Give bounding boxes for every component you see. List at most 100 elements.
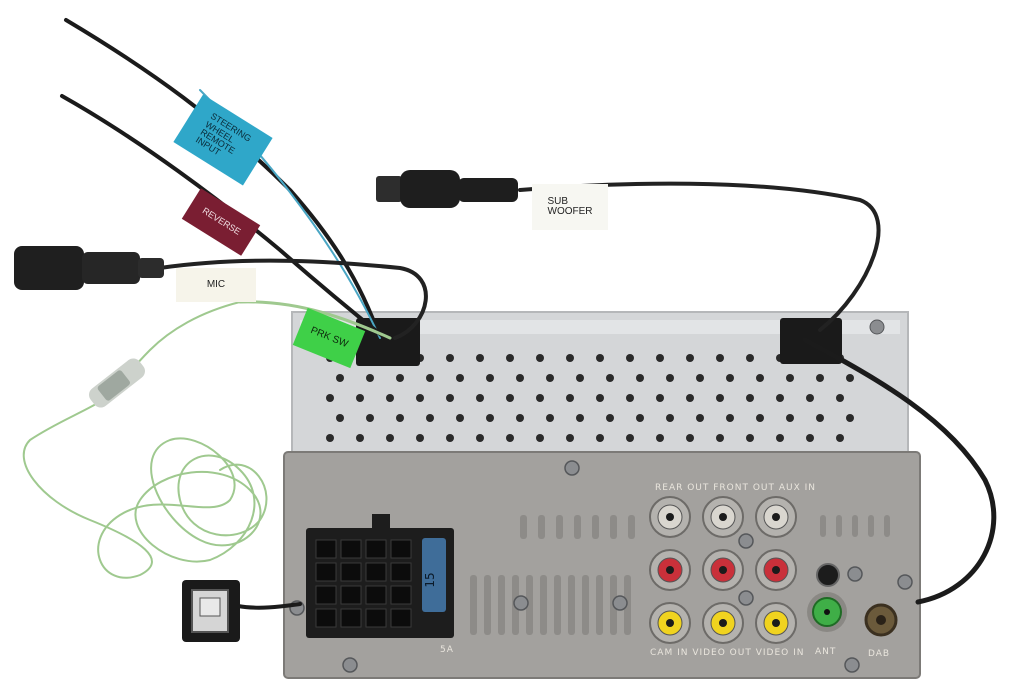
vent-slot (836, 515, 842, 537)
vent-hole (566, 394, 574, 402)
iso-pin-cell (365, 585, 387, 605)
vent-hole (686, 354, 694, 362)
reverse-wire (60, 94, 387, 340)
vent-hole (516, 374, 524, 382)
fin (484, 575, 491, 635)
vent-hole (716, 394, 724, 402)
iso-pin-cell (390, 539, 412, 559)
vent-slot (520, 515, 527, 539)
ground-screw (816, 563, 840, 587)
iso-pin-cell (315, 562, 337, 582)
vent-hole (546, 414, 554, 422)
mic-jack-plug (14, 246, 164, 290)
rca-bottom-label: CAM IN VIDEO OUT VIDEO IN (650, 648, 804, 658)
vent-slot (820, 515, 826, 537)
vent-hole (836, 434, 844, 442)
vent-hole (576, 414, 584, 422)
vent-slot (556, 515, 563, 539)
subwoofer-wire (518, 181, 881, 332)
vent-hole (836, 394, 844, 402)
vent-hole (596, 354, 604, 362)
vent-slot (574, 515, 581, 539)
vent-hole (666, 374, 674, 382)
iso-pin-cell (390, 562, 412, 582)
iso-pin-cell (365, 562, 387, 582)
vent-hole (456, 374, 464, 382)
vent-hole (626, 434, 634, 442)
fin (526, 575, 533, 635)
vent-slot (538, 515, 545, 539)
fuse (422, 538, 446, 612)
vent-slot (884, 515, 890, 537)
dab-label: DAB (868, 649, 890, 659)
panel-screw (844, 657, 860, 673)
vent-hole (606, 374, 614, 382)
vent-hole (666, 414, 674, 422)
panel-screw (738, 533, 754, 549)
vent-hole (686, 394, 694, 402)
cage-vent-holes (326, 354, 854, 442)
vent-slot (628, 515, 635, 539)
vent-hole (386, 394, 394, 402)
vent-hole (426, 414, 434, 422)
subwoofer-rca-plug (376, 170, 518, 208)
fin (596, 575, 603, 635)
iso-pin-cell (340, 608, 362, 628)
vent-hole (536, 354, 544, 362)
vent-hole (336, 374, 344, 382)
fin (582, 575, 589, 635)
left-cable-grommet (356, 318, 420, 366)
fin (624, 575, 631, 635)
panel-screw (897, 574, 913, 590)
vent-hole (476, 394, 484, 402)
vent-hole (486, 414, 494, 422)
vent-hole (746, 354, 754, 362)
vent-hole (806, 394, 814, 402)
vent-slot (592, 515, 599, 539)
vent-hole (696, 414, 704, 422)
cage-screw (869, 319, 885, 335)
antenna-connector: ANT (807, 592, 847, 657)
vent-hole (806, 434, 814, 442)
vent-hole (506, 434, 514, 442)
vent-hole (816, 374, 824, 382)
vent-hole (446, 434, 454, 442)
vent-hole (656, 434, 664, 442)
vent-hole (546, 374, 554, 382)
vent-hole (356, 434, 364, 442)
vent-hole (336, 414, 344, 422)
panel-screw (342, 657, 358, 673)
prk-wire (238, 300, 392, 340)
vent-hole (636, 414, 644, 422)
iso-pin-cell (340, 585, 362, 605)
vent-hole (416, 434, 424, 442)
vent-hole (726, 374, 734, 382)
vent-hole (746, 394, 754, 402)
fuse-rating-label: 15 (423, 572, 437, 587)
vent-hole (716, 434, 724, 442)
vent-hole (536, 394, 544, 402)
iso-pin-cell (315, 585, 337, 605)
vent-hole (576, 374, 584, 382)
vent-hole (516, 414, 524, 422)
vent-hole (356, 394, 364, 402)
vent-hole (716, 354, 724, 362)
vent-hole (686, 434, 694, 442)
fuse-amp-label: 5A (440, 645, 454, 655)
iso-pin-cell (340, 539, 362, 559)
mic-tag: MIC (176, 268, 256, 302)
vent-slot (852, 515, 858, 537)
vent-hole (786, 414, 794, 422)
vent-hole (456, 414, 464, 422)
vent-slot (868, 515, 874, 537)
vent-hole (386, 434, 394, 442)
cooling-fins (470, 515, 890, 635)
vent-hole (786, 374, 794, 382)
iso-pin-cell (365, 608, 387, 628)
vent-hole (446, 354, 454, 362)
vent-hole (656, 354, 664, 362)
vent-hole (626, 394, 634, 402)
green-coiled-wire (22, 301, 268, 579)
panel-screw (738, 590, 754, 606)
vent-hole (596, 434, 604, 442)
